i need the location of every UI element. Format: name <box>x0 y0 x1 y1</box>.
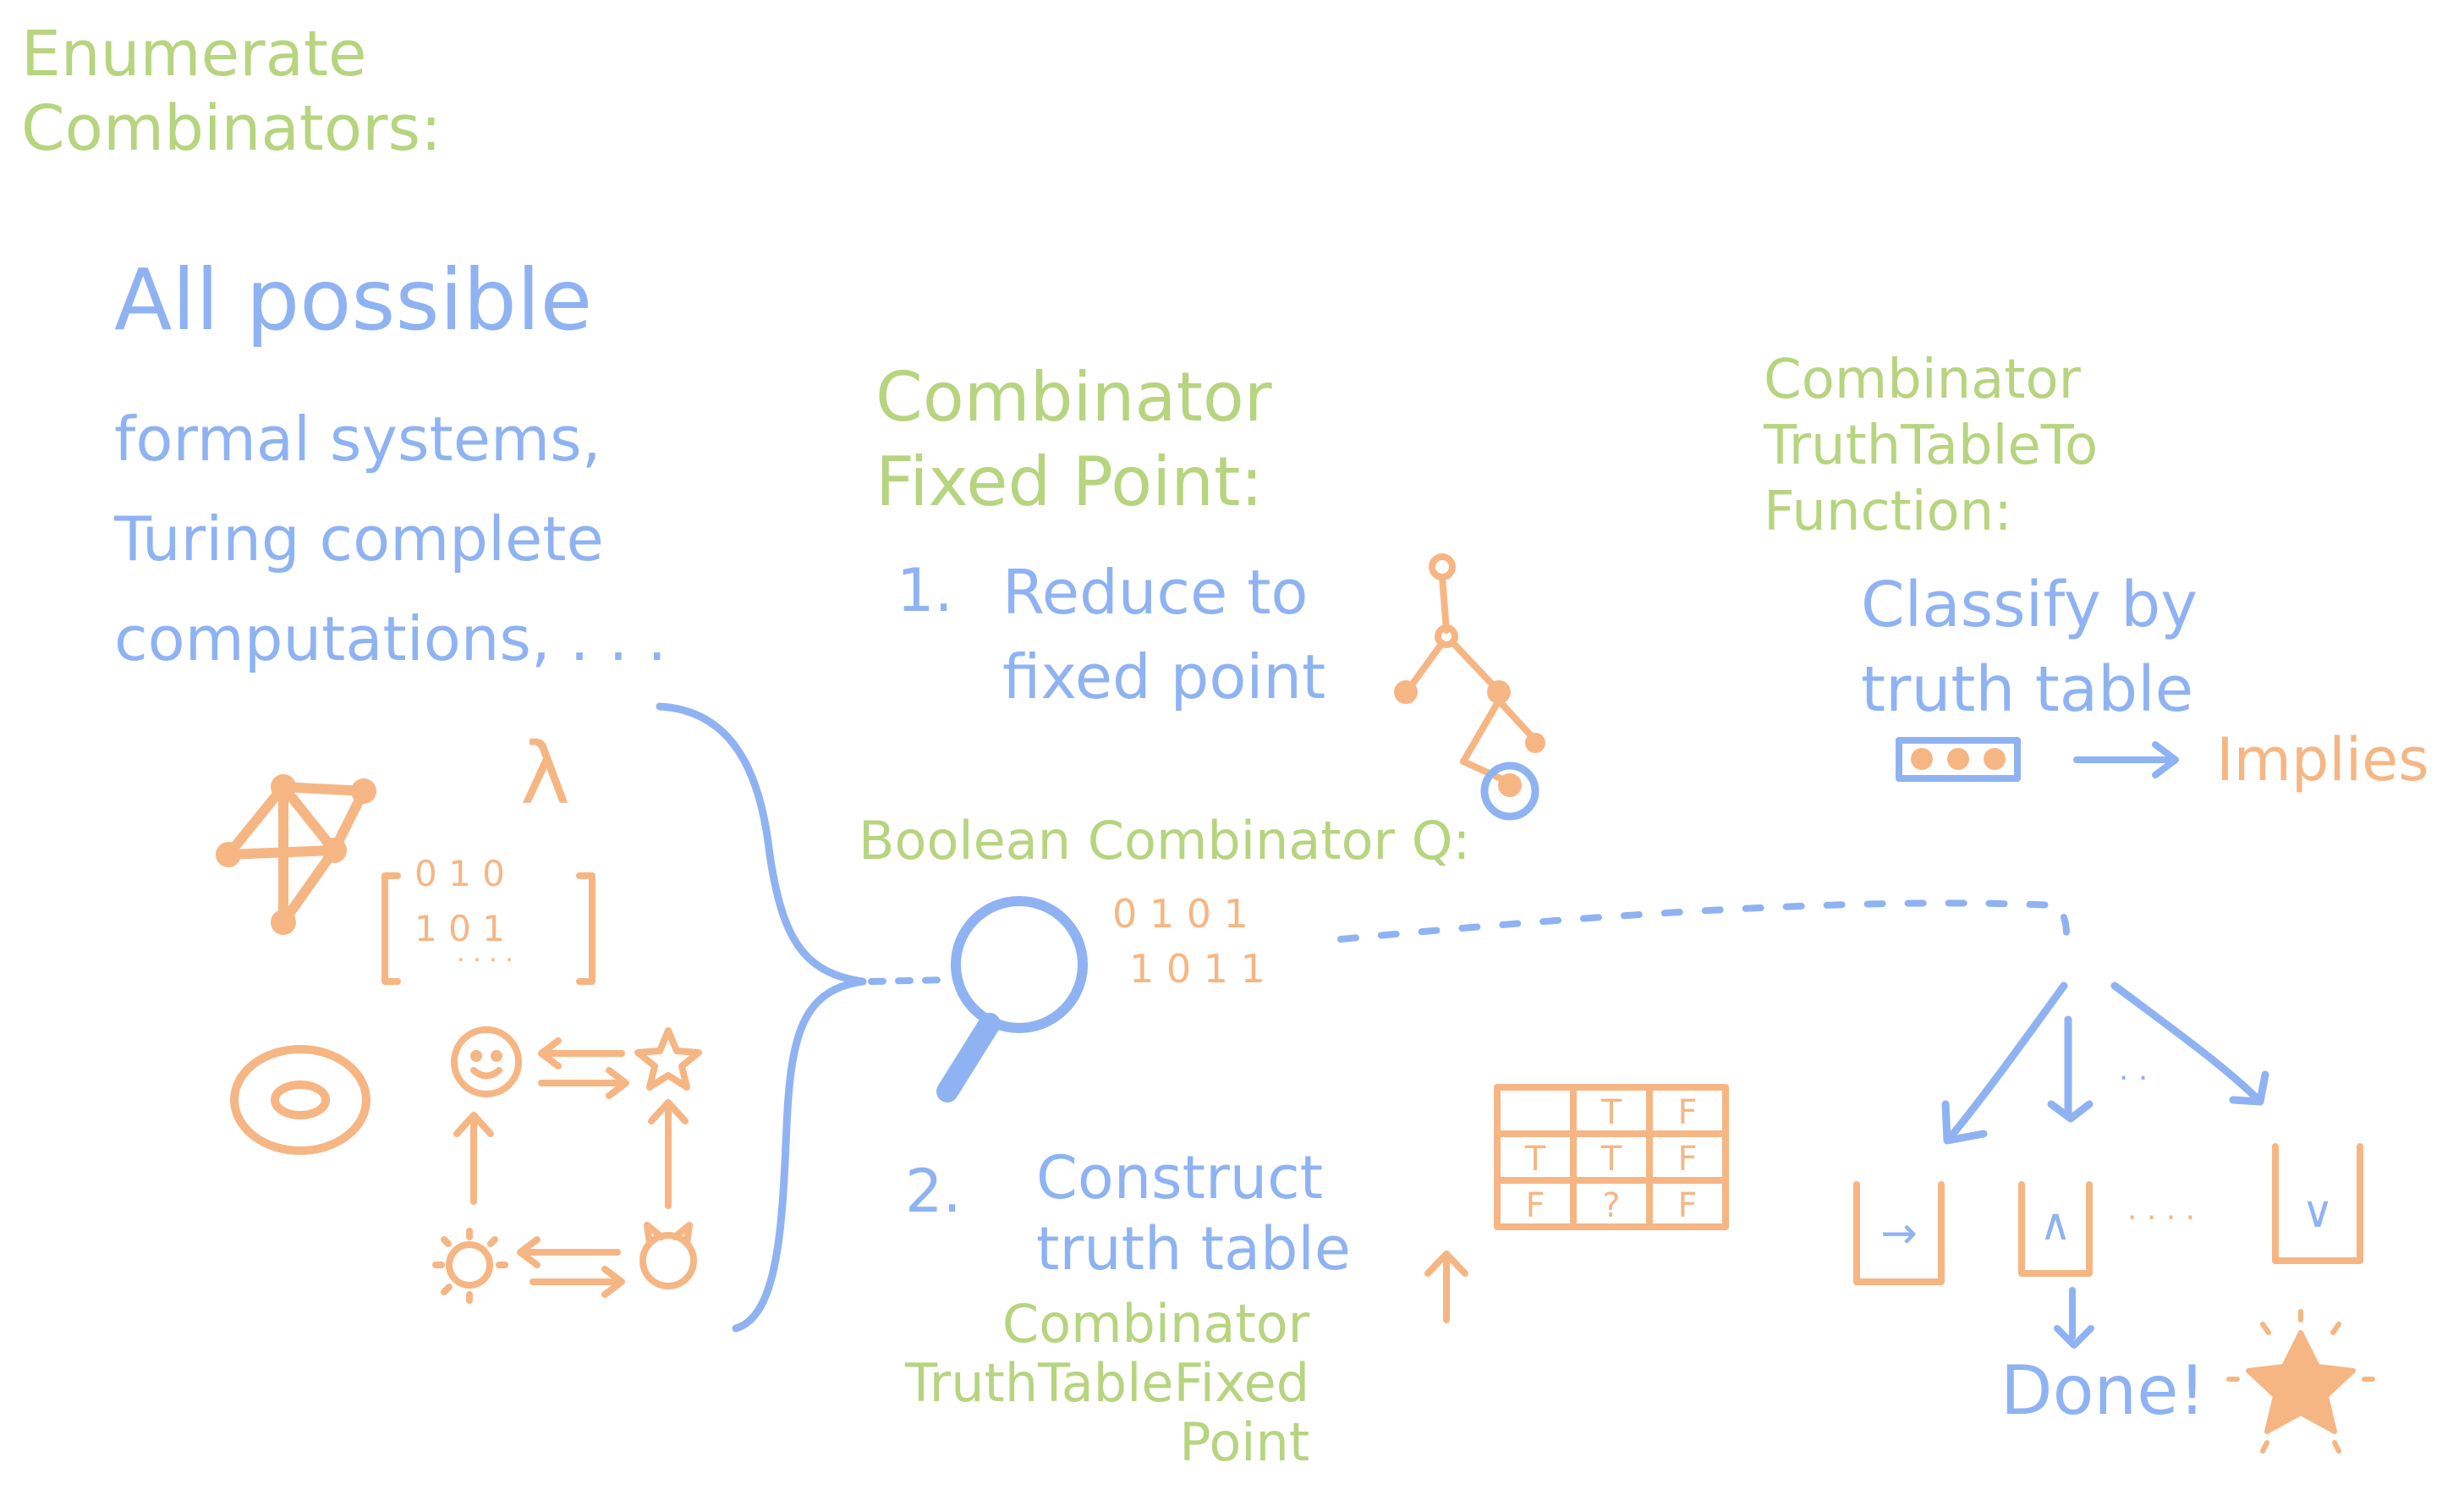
cat-icon <box>639 1222 697 1289</box>
classify-text: Classify by truth table <box>1861 569 2198 726</box>
caption-arrow <box>1424 1251 1468 1323</box>
truth-table-cell: F <box>1677 1186 1697 1225</box>
fixed-point-marker <box>1480 761 1539 821</box>
reduction-tree-icon <box>1394 553 1545 797</box>
branch-arrows <box>1941 981 2269 1145</box>
truth-table-cell: F <box>1677 1140 1697 1179</box>
all-possible-heading: All possible <box>114 250 593 349</box>
bits-row-2: 1 0 1 1 <box>1129 946 1265 992</box>
dotted-connector <box>1337 899 2070 955</box>
implies-box-symbol: → <box>1880 1208 1918 1259</box>
or-box-symbol: ∨ <box>2302 1187 2334 1238</box>
step-1-number: 1. <box>897 556 953 625</box>
result-boxes <box>1853 1143 2363 1285</box>
truth-table-cell: F <box>1677 1093 1697 1132</box>
and-box-symbol: ∧ <box>2039 1200 2072 1251</box>
truth-table-cell: ? <box>1602 1186 1620 1225</box>
boolean-combinator-title: Boolean Combinator Q: <box>859 810 1471 871</box>
graph-icon <box>216 774 376 935</box>
boxes-ellipsis: . . . . <box>2127 1192 2196 1227</box>
magnifier-icon <box>936 896 1088 1102</box>
box-symbols: → ∧ ∨ <box>1880 1187 2334 1259</box>
fixed-point-title: Combinator Fixed Point: <box>875 358 1272 521</box>
truth-table-cell: F <box>1525 1186 1545 1225</box>
branch-ellipsis: . . <box>2119 1053 2148 1087</box>
truth-table-cell: T <box>1600 1140 1622 1179</box>
truth-table-grid <box>1494 1084 1729 1230</box>
bits-row-1: 0 1 0 1 <box>1112 891 1248 937</box>
star-small-icon <box>634 1027 702 1091</box>
lambda-symbol: λ <box>520 724 571 823</box>
step-2-number: 2. <box>905 1157 962 1226</box>
celebration-star-icon <box>2226 1309 2375 1454</box>
done-label: Done! <box>2000 1351 2206 1430</box>
truth-table-cells: T F T T F F ? F <box>1524 1093 1698 1225</box>
step-1-text: Reduce to fixed point <box>1002 557 1326 712</box>
enumerate-title: Enumerate Combinators: <box>21 18 442 165</box>
matrix-row-2: 1 0 1 <box>414 908 505 949</box>
truth-table-cell: T <box>1600 1093 1622 1132</box>
step-2-text: Construct truth table <box>1036 1143 1351 1284</box>
donut-icon <box>230 1045 370 1155</box>
implies-arrow <box>2073 741 2179 778</box>
truth-table-cell: T <box>1524 1140 1546 1179</box>
to-function-title: Combinator TruthTableTo Function: <box>1764 349 2099 543</box>
implies-label: Implies <box>2216 725 2429 794</box>
matrix-brackets <box>381 872 595 985</box>
matrix-dots: . . . . <box>457 938 513 968</box>
done-arrow <box>2054 1287 2094 1349</box>
truth-table-fixed-point-caption: Combinator TruthTableFixed Point <box>905 1293 1310 1473</box>
bit-bar-icon <box>1896 737 2021 782</box>
sun-icon <box>432 1228 508 1304</box>
formal-systems-text: formal systems, Turing complete computat… <box>114 404 667 674</box>
cycle-arrows <box>453 1037 689 1298</box>
curly-brace <box>656 702 867 1333</box>
matrix-row-1: 0 1 0 <box>414 853 505 894</box>
smiley-face-icon <box>451 1026 522 1097</box>
